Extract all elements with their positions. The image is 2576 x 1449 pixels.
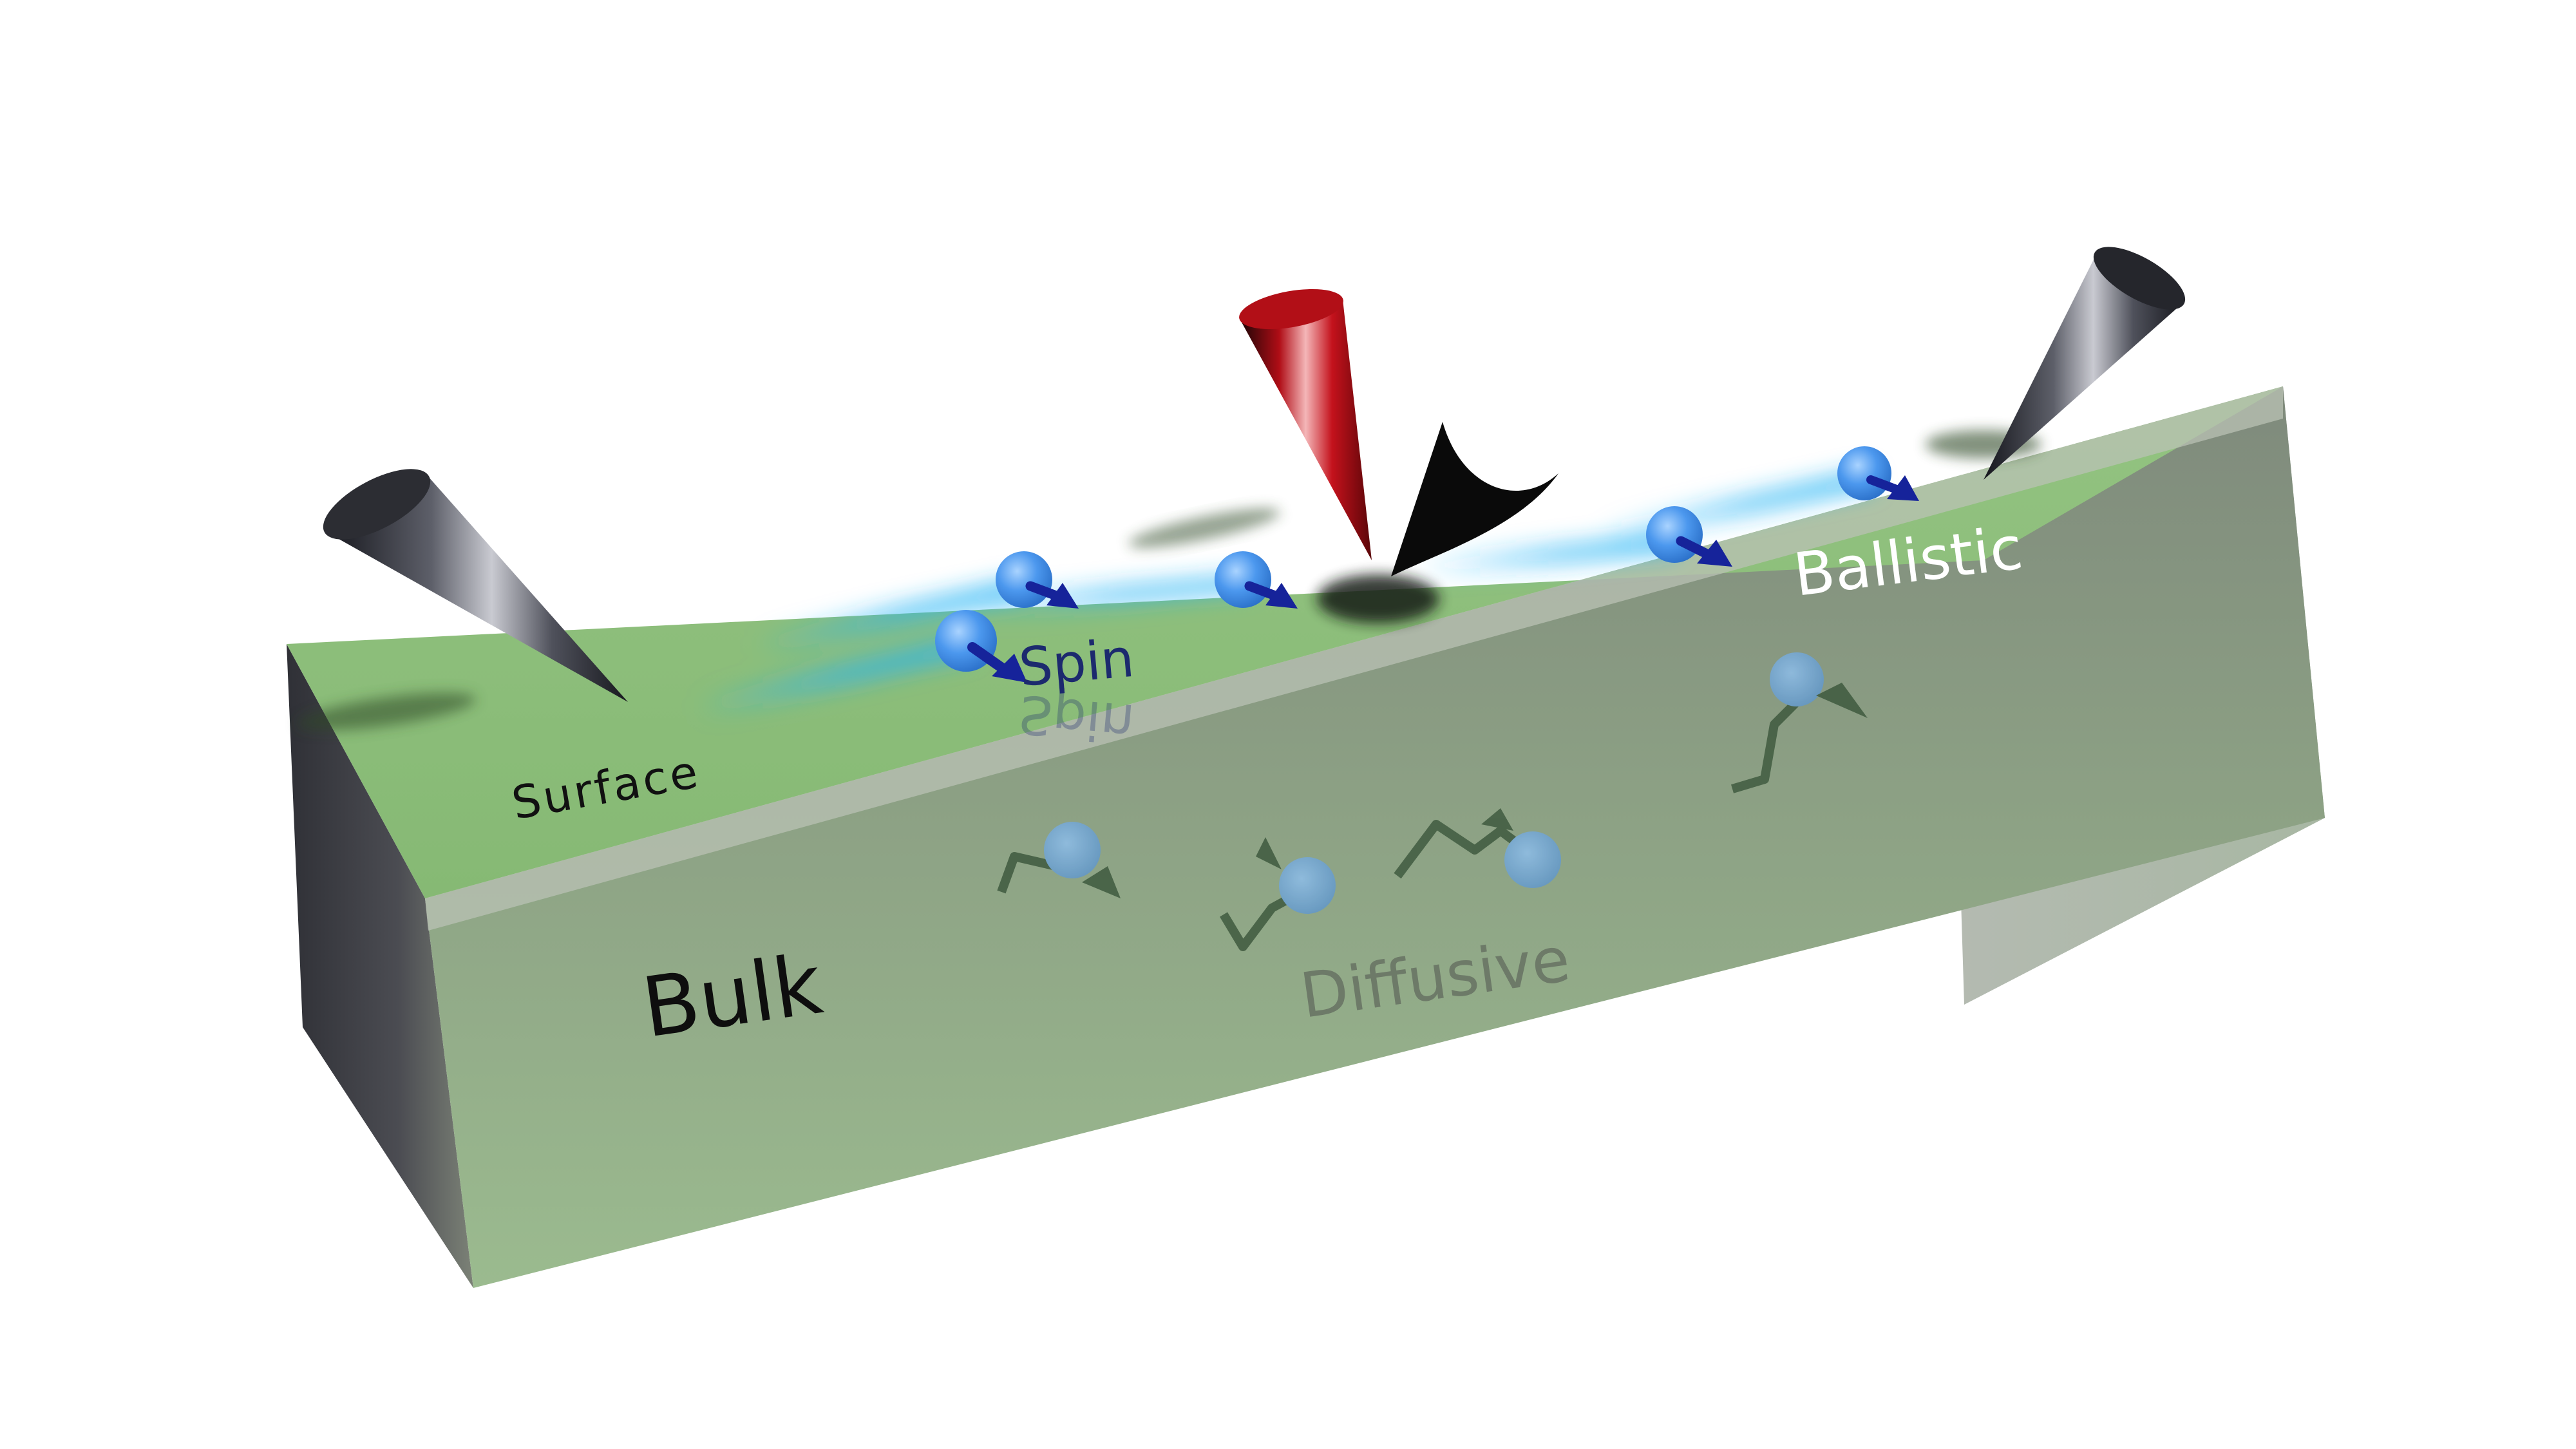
slab-left-face	[287, 644, 473, 1288]
tip-shadow-center	[1317, 574, 1439, 623]
slab-front-face	[425, 386, 2325, 1288]
diffusive-carrier	[1394, 808, 1561, 888]
diffusive-carrier	[997, 822, 1121, 898]
spin-label: Spin	[1016, 628, 1136, 699]
surface-edge-highlight	[425, 386, 2283, 931]
spin-carrier	[996, 551, 1079, 609]
diffusive-carrier	[1219, 837, 1336, 951]
spin-carrier	[1837, 446, 1919, 501]
tip-shadow-upper	[1128, 508, 1280, 548]
spin-carrier	[1215, 551, 1298, 609]
ballistic-spin-carriers	[935, 446, 1919, 683]
tip-left-dark	[323, 469, 628, 702]
diffusive-carrier	[1730, 652, 1868, 793]
tip-right-dark	[1984, 247, 2186, 480]
spin-carrier	[1646, 506, 1732, 567]
slab-top-surface	[287, 386, 2283, 898]
diffusive-carriers	[997, 652, 1868, 951]
tip-center-black-wedge	[1391, 422, 1558, 576]
tip-shadow-left	[297, 692, 476, 731]
tip-center-red	[1239, 289, 1372, 560]
spin-reflection-text: Spin	[1016, 683, 1136, 753]
spin-label-reflection: Spin	[1016, 683, 1136, 753]
spin-carrier	[935, 610, 1027, 683]
